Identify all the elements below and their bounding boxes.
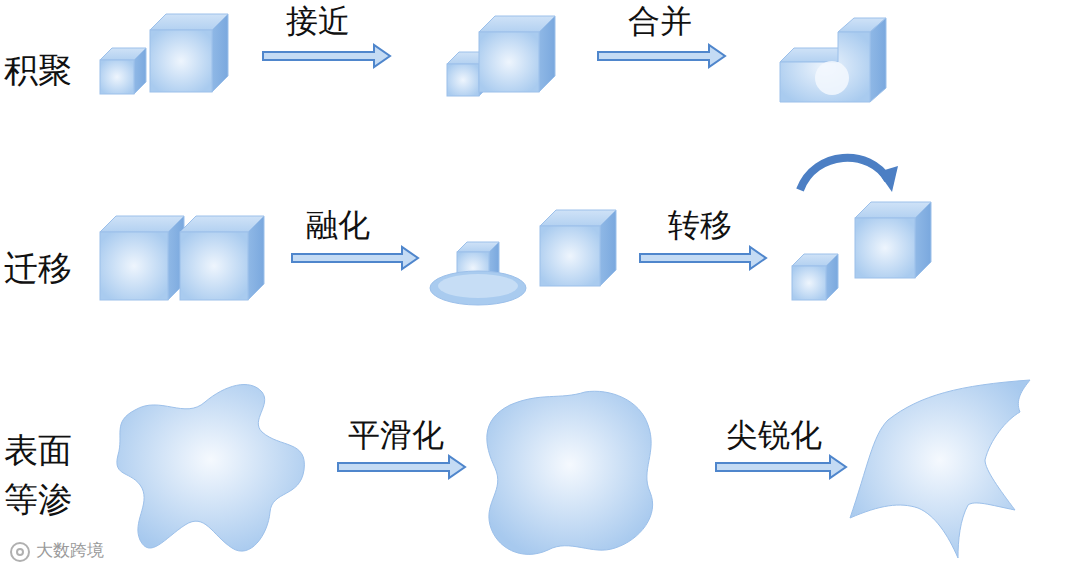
merged-shape [780, 18, 886, 102]
crystal-cube [100, 216, 184, 300]
process-arrow [292, 247, 418, 269]
step-label: 平滑化 [348, 416, 444, 454]
row-label: 迁移 [4, 248, 72, 289]
watermark: 大数跨境 [36, 540, 104, 560]
crystal-cube [479, 16, 555, 92]
transfer-arrow [800, 158, 888, 190]
row-label: 积聚 [4, 50, 72, 91]
crystal-cube [855, 202, 931, 278]
process-arrow [640, 247, 766, 269]
smoothed-particle [487, 391, 653, 554]
process-arrow [263, 45, 390, 67]
crystal-cube [180, 216, 264, 300]
sharpened-particle [850, 380, 1030, 558]
step-label: 尖锐化 [726, 416, 822, 454]
watermark-icon [11, 543, 29, 561]
step-label: 合并 [628, 2, 692, 40]
row-label: 表面 等渗 [4, 426, 80, 525]
crystal-cube [540, 210, 616, 286]
step-label: 接近 [286, 2, 350, 40]
irregular-particle [117, 385, 304, 552]
crystal-cube [150, 14, 228, 92]
process-arrow [598, 45, 725, 67]
step-label: 转移 [668, 206, 732, 244]
step-label: 融化 [306, 206, 370, 244]
crystal-cube [792, 254, 838, 300]
melt-puddle [430, 271, 526, 305]
process-arrow [716, 456, 846, 478]
transfer-arrowhead [878, 166, 898, 192]
crystal-cube [100, 48, 146, 94]
process-arrow [338, 456, 465, 478]
